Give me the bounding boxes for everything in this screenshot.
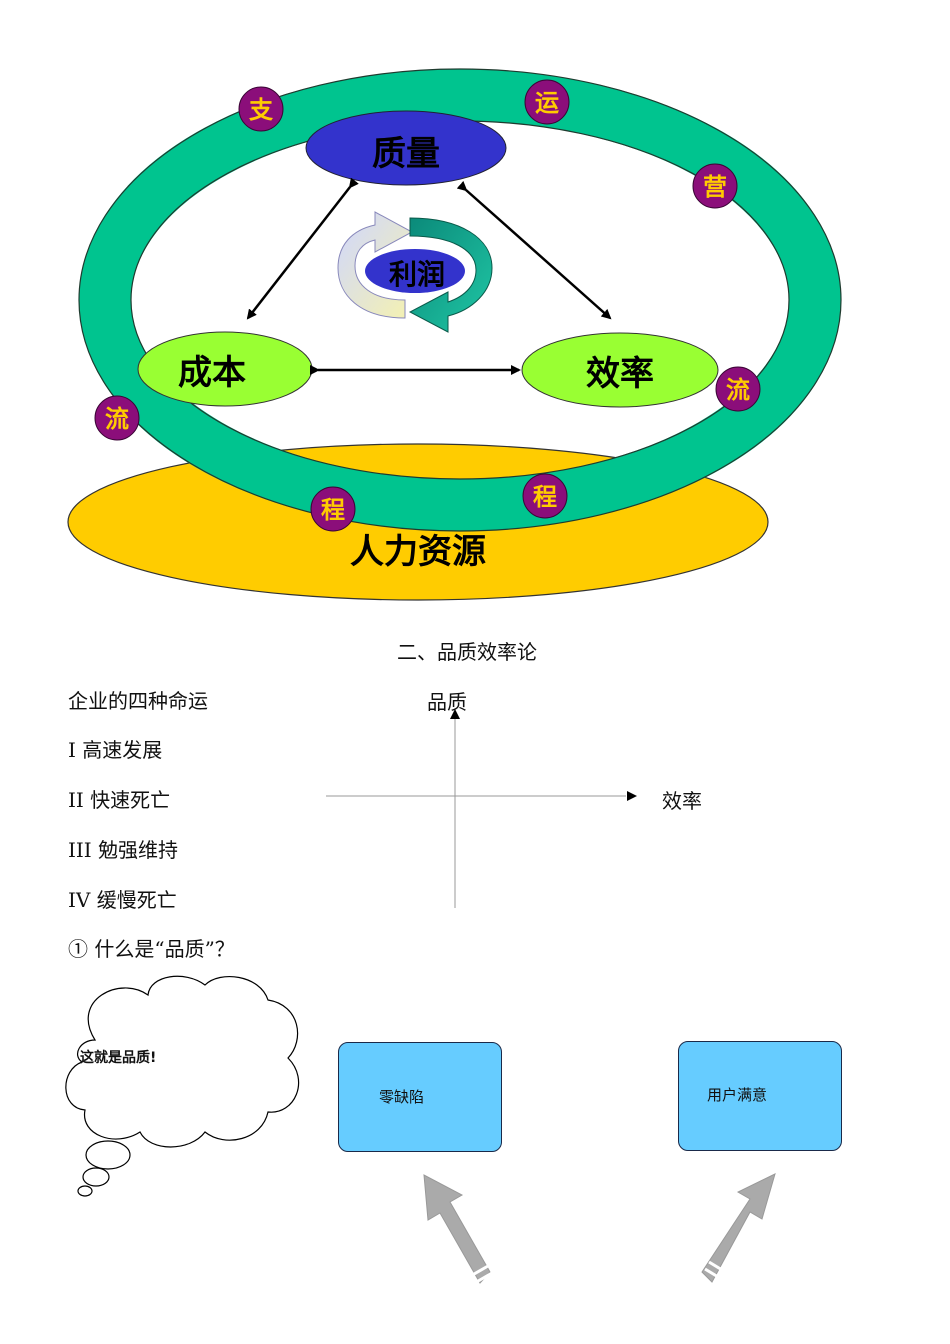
center-node-ellipse <box>365 249 465 293</box>
svg-text:支: 支 <box>249 95 274 124</box>
zero-defect-box: 零缺陷 <box>338 1042 502 1152</box>
zero-defect-label: 零缺陷 <box>379 1088 425 1106</box>
fate-item: II 快速死亡 <box>68 788 171 812</box>
svg-text:运: 运 <box>535 88 559 117</box>
ring-badge: 流 <box>94 395 140 441</box>
fate-item: III 勉强维持 <box>68 838 179 862</box>
y-axis-label: 品质 <box>427 690 467 714</box>
ring-badge: 营 <box>692 163 738 209</box>
x-axis-arrow-icon <box>627 791 637 801</box>
list-heading: 企业的四种命运 <box>68 689 208 713</box>
right-node-ellipse <box>521 332 719 408</box>
process-ring <box>79 69 841 531</box>
ring-badge: 运 <box>524 79 570 125</box>
ring-badge: 程 <box>522 473 568 519</box>
right-node-label: 效率 <box>586 354 654 394</box>
thought-cloud <box>65 975 300 1197</box>
up-arrow-left-icon <box>423 1174 493 1290</box>
cloud-text: 这就是品质! <box>80 1050 157 1066</box>
center-node-label: 利润 <box>389 258 445 291</box>
customer-satisfaction-label: 用户满意 <box>707 1086 768 1104</box>
fate-item: IV 缓慢死亡 <box>68 888 177 912</box>
top-node-ellipse <box>305 110 507 186</box>
ring-badge: 流 <box>715 366 761 412</box>
arrow-quality-cost <box>246 177 359 320</box>
section-title: 二、品质效率论 <box>397 640 537 664</box>
svg-text:流: 流 <box>105 404 129 433</box>
svg-text:流: 流 <box>726 375 750 404</box>
up-arrow-right-icon <box>701 1173 776 1285</box>
y-axis-arrow-icon <box>450 709 460 719</box>
x-axis-label: 效率 <box>662 789 702 813</box>
top-node-label: 质量 <box>372 134 440 174</box>
fate-item: I 高速发展 <box>68 738 163 762</box>
question-text: ① 什么是“品质”？ <box>68 937 235 961</box>
base-node-label: 人力资源 <box>350 532 486 572</box>
svg-text:程: 程 <box>533 482 557 511</box>
arrow-quality-efficiency <box>456 180 612 320</box>
ring-badge: 支 <box>238 86 284 132</box>
left-node-label: 成本 <box>178 353 246 393</box>
ring-badge: 程 <box>310 486 356 532</box>
svg-text:程: 程 <box>321 495 345 524</box>
customer-satisfaction-box: 用户满意 <box>678 1041 842 1151</box>
svg-text:营: 营 <box>703 172 727 201</box>
